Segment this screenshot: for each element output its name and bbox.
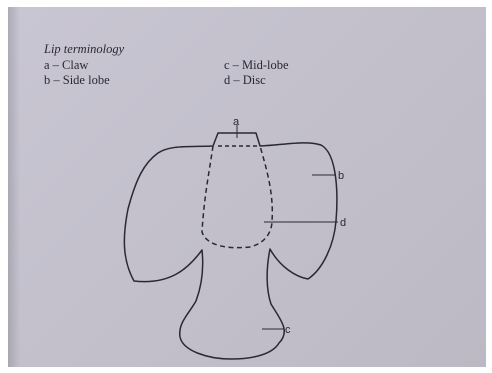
book-page: Lip terminology a – Claw c – Mid-lobe b … (8, 7, 486, 367)
lip-diagram: a b c d (8, 7, 486, 367)
diagram-label-b: b (338, 170, 344, 182)
diagram-label-a: a (233, 116, 240, 128)
diagram-label-d: d (340, 217, 346, 229)
diagram-label-c: c (285, 324, 291, 336)
lip-outline (124, 133, 337, 359)
disc-dashed-outline (202, 146, 272, 248)
